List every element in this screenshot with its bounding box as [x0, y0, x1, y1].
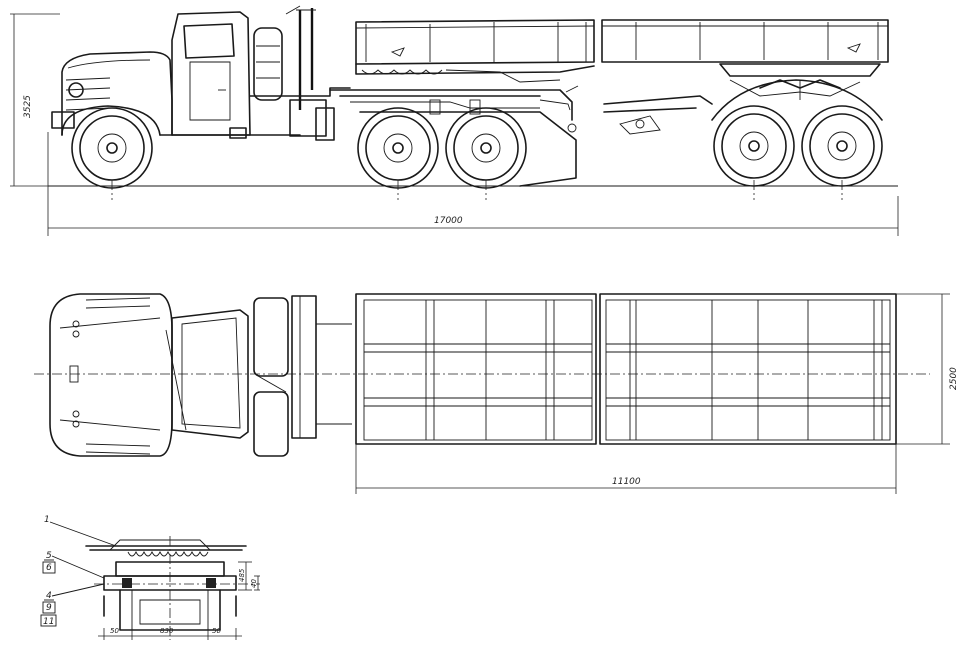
callout-1: 1 [44, 515, 50, 525]
callout-11: 11 [43, 617, 54, 627]
tractor-top [49, 293, 352, 457]
coupling-height-dimension: 485 [238, 568, 246, 582]
top-view: 2500 11100 [34, 293, 959, 494]
tractor-rear-chassis [329, 85, 579, 187]
trailer-wheel-1 [713, 105, 795, 187]
coupling-left-dimension: 50 [110, 627, 119, 635]
callout-9: 9 [46, 603, 52, 613]
height-dimension: 3525 [23, 95, 33, 118]
trailer-top-rear [599, 293, 897, 445]
body-width-dimension: 2500 [949, 367, 959, 390]
body-length-dimension: 11100 [612, 477, 641, 487]
tractor-rear-wheel-2 [445, 107, 527, 189]
coupling-offset-dimension: 40 [250, 579, 258, 588]
trailer-top-front [355, 293, 597, 445]
tractor-cab [51, 5, 351, 141]
side-view: 3525 17000 [10, 5, 899, 236]
callout-4: 4 [46, 591, 52, 601]
coupling-right-dimension: 50 [212, 627, 221, 635]
side-wheels [71, 105, 883, 200]
callout-6: 6 [46, 563, 52, 573]
trailer-rear-body-side [601, 19, 889, 135]
tractor-rear-wheel-1 [357, 107, 439, 189]
coupling-detail: 485 40 50 830 50 1 5 6 4 9 11 [40, 515, 260, 640]
callout-5: 5 [46, 551, 52, 561]
trailer-front-body-side [355, 19, 595, 83]
trailer-wheel-2 [801, 105, 883, 187]
front-wheel [71, 107, 153, 189]
overall-length-dimension: 17000 [434, 216, 463, 226]
coupling-center-dimension: 830 [160, 627, 174, 635]
